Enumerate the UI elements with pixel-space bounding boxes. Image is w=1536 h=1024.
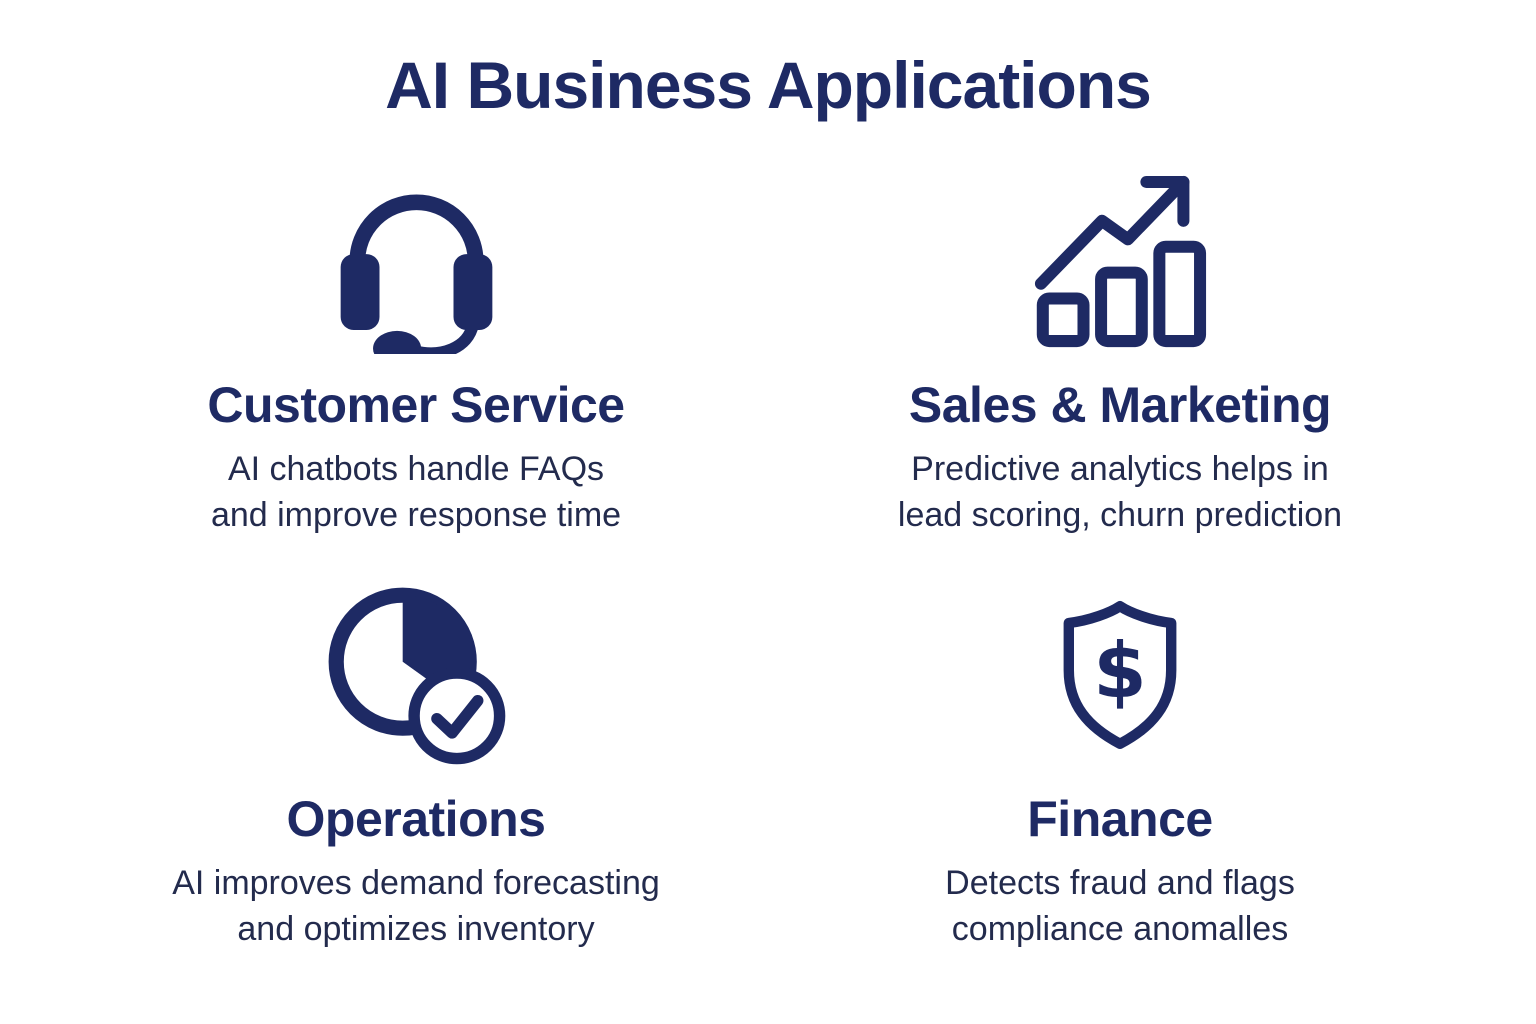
card-desc-customer-service: AI chatbots handle FAQs and improve resp… <box>210 450 622 535</box>
card-title-sales-marketing: Sales & Marketing <box>908 377 1332 434</box>
card-desc-finance: Detects fraud and flags compliance anoma… <box>945 863 1295 948</box>
quadrant-grid: Customer Service AI chatbots handle FAQs… <box>0 125 1536 953</box>
card-title-finance: Finance <box>1027 790 1213 847</box>
card-sales-marketing: Sales & Marketing Predictive analytics h… <box>768 169 1472 539</box>
svg-text:$: $ <box>1093 628 1146 717</box>
card-desc-operations: AI improves demand forecasting and optim… <box>172 863 660 948</box>
card-desc-sales-marketing: Predictive analytics helps in lead scori… <box>897 450 1343 535</box>
card-title-operations: Operations <box>286 790 546 847</box>
page-title: AI Business Applications <box>385 48 1152 122</box>
card-operations: Operations AI improves demand forecastin… <box>64 583 768 953</box>
growth-chart-arrow-icon <box>1010 169 1230 354</box>
headset-icon <box>306 169 526 355</box>
card-customer-service: Customer Service AI chatbots handle FAQs… <box>64 169 768 539</box>
card-finance: $ Finance Detects fraud and flags compli… <box>768 583 1472 953</box>
shield-dollar-icon: $ <box>1010 583 1230 768</box>
card-title-customer-service: Customer Service <box>207 377 625 434</box>
pie-clock-check-icon <box>306 583 526 768</box>
